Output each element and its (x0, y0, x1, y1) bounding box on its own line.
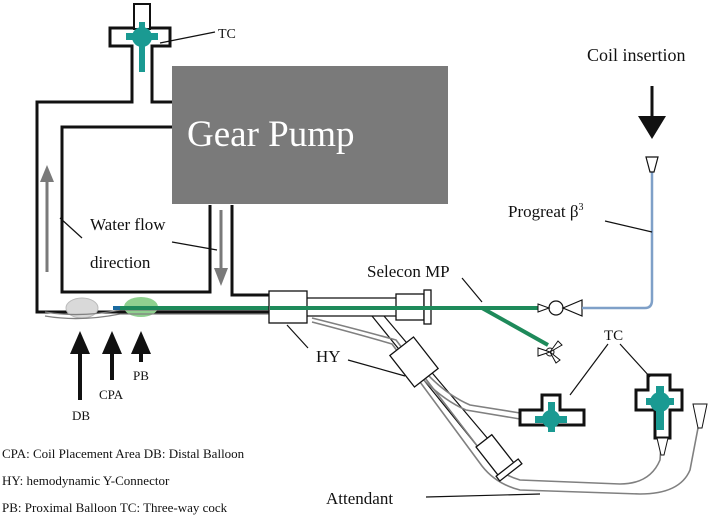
progreat-leader (604, 220, 653, 233)
legend-line-1: CPA: Coil Placement Area DB: Distal Ball… (2, 446, 245, 461)
three-way-cock-right-1 (518, 393, 586, 432)
coil-insertion-arrow (638, 86, 666, 139)
hy-leader-2 (347, 359, 406, 377)
tc-leader-1 (569, 343, 609, 396)
pb-label: PB (133, 368, 149, 383)
flow-arrow-up (40, 165, 54, 272)
progreat-label: Progreat β (508, 202, 579, 221)
legend-line-2: HY: hemodynamic Y-Connector (2, 473, 170, 488)
attendant-label: Attendant (326, 489, 393, 508)
y-branch-connector (388, 336, 523, 482)
guiding-catheter (44, 309, 270, 320)
selecon-leader (461, 277, 483, 303)
hy-label: HY (316, 347, 341, 366)
tc-leader-2 (619, 343, 651, 378)
legend-line-3: PB: Proximal Balloon TC: Three-way cock (2, 500, 228, 515)
three-way-cock-right-2 (634, 373, 684, 440)
gear-pump-label: Gear Pump (187, 114, 355, 155)
three-way-cock-top (108, 3, 216, 82)
attendant-leader (425, 493, 541, 498)
selecon-label: Selecon MP (367, 262, 450, 281)
svg-text:Progreat β3: Progreat β3 (508, 202, 584, 221)
tc-right-label: TC (604, 328, 623, 344)
db-label: DB (72, 408, 90, 423)
selecon-mp-catheter (270, 306, 563, 364)
gear-pump (172, 66, 448, 204)
flow-leader-right (171, 241, 218, 251)
progreat-superscript: 3 (579, 202, 584, 213)
tube-end-2 (692, 403, 708, 429)
water-flow-label-1: Water flow (90, 215, 166, 234)
water-flow-label-2: direction (90, 253, 151, 272)
tube-end-1 (656, 437, 669, 456)
pointer-arrows (70, 331, 151, 400)
tc-top-label: TC (218, 27, 236, 42)
progreat-hub (645, 156, 659, 173)
water-circuit (35, 82, 270, 314)
hy-leader-1 (286, 324, 309, 349)
coil-insertion-label: Coil insertion (587, 45, 686, 65)
microcatheter-hub (537, 299, 583, 317)
progreat-microcatheter (582, 170, 654, 310)
flow-arrow-down (214, 210, 228, 286)
flow-leader-left (59, 217, 83, 239)
cpa-label: CPA (99, 387, 124, 402)
